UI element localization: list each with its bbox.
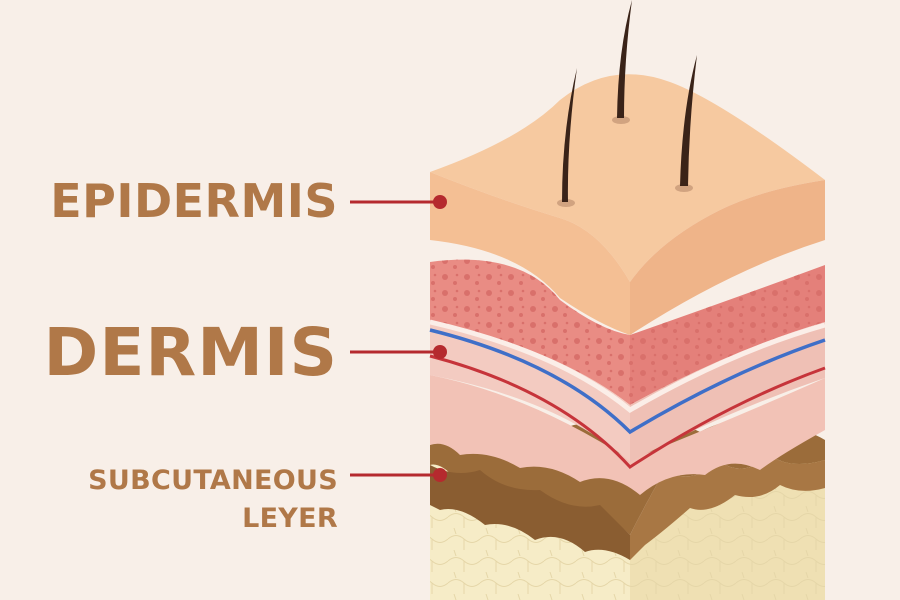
dermis-label: DERMIS <box>43 314 338 391</box>
epidermis-label: EPIDERMIS <box>50 174 338 228</box>
dermis-layer <box>429 259 826 495</box>
pointer-epidermis <box>350 195 447 209</box>
pointer-subcutaneous <box>350 468 447 482</box>
epidermis-layer <box>430 74 825 335</box>
pointer-dermis <box>350 345 447 359</box>
subcutaneous-label-line2: LEYER <box>242 503 338 535</box>
subcutaneous-label-line1: SUBCUTANEOUS <box>88 465 338 496</box>
hair-strands <box>557 0 697 207</box>
subcutaneous-label: SUBCUTANEOUS LEYER <box>88 462 338 539</box>
